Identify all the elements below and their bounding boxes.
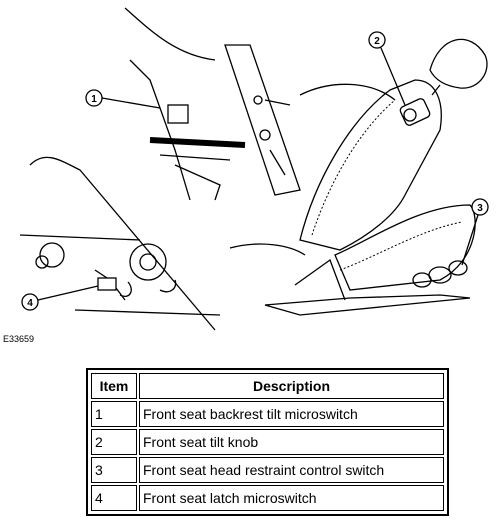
detail-backrest-microswitch bbox=[124, 7, 301, 201]
row-description: Front seat tilt knob bbox=[139, 429, 444, 455]
row-description: Front seat backrest tilt microswitch bbox=[139, 401, 444, 427]
table-row: 2 Front seat tilt knob bbox=[91, 429, 444, 455]
table-row: 1 Front seat backrest tilt microswitch bbox=[91, 401, 444, 427]
detail-latch-microswitch bbox=[19, 156, 221, 331]
callout-label: 1 bbox=[91, 94, 97, 105]
table-header-row: Item Description bbox=[91, 373, 444, 399]
header-description: Description bbox=[139, 373, 444, 399]
row-item: 3 bbox=[91, 457, 137, 483]
table-row: 3 Front seat head restraint control swit… bbox=[91, 457, 444, 483]
callout-4: 4 bbox=[21, 285, 99, 311]
row-item: 2 bbox=[91, 429, 137, 455]
callout-label: 2 bbox=[374, 36, 380, 47]
figure-id: E33659 bbox=[3, 334, 35, 344]
header-item: Item bbox=[91, 373, 137, 399]
callout-label: 3 bbox=[477, 203, 483, 214]
row-item: 1 bbox=[91, 401, 137, 427]
seat-illustration: 1 2 3 4 bbox=[19, 7, 489, 331]
callout-1: 1 bbox=[85, 89, 161, 109]
row-description: Front seat latch microswitch bbox=[139, 485, 444, 511]
row-item: 4 bbox=[91, 485, 137, 511]
table-row: 4 Front seat latch microswitch bbox=[91, 485, 444, 511]
row-description: Front seat head restraint control switch bbox=[139, 457, 444, 483]
callout-2: 2 bbox=[368, 31, 406, 106]
callout-3: 3 bbox=[461, 198, 489, 266]
legend-table: Item Description 1 Front seat backrest t… bbox=[86, 368, 449, 516]
callout-label: 4 bbox=[27, 298, 33, 309]
seat bbox=[229, 38, 488, 316]
